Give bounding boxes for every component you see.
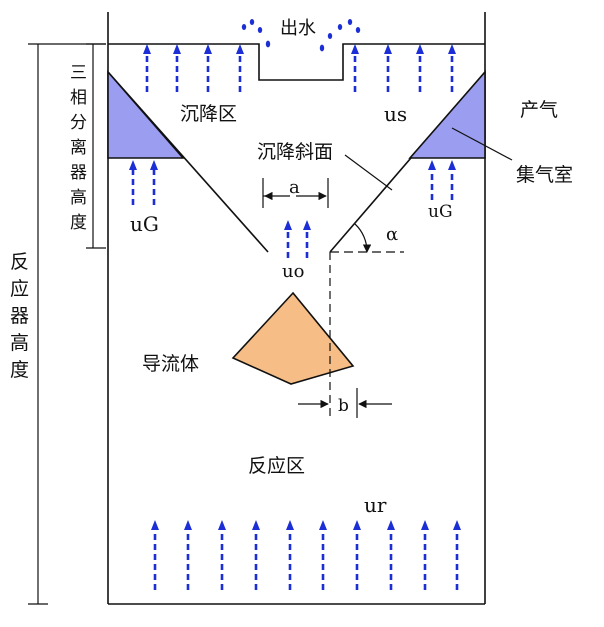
gas-produced-label: 产气 (520, 99, 558, 121)
dimension-a (262, 178, 329, 208)
flow-arrow-icon (236, 44, 244, 92)
flow-arrow-icon (384, 44, 392, 92)
flow-arrow-icon (351, 44, 359, 92)
settling-zone-label: 沉降区 (180, 103, 237, 125)
leader-gas-chamber (451, 127, 513, 161)
deflector-body (231, 291, 355, 385)
flow-arrows (129, 44, 461, 590)
separator-height-label: 三相分离器高度 (70, 63, 87, 233)
dim-a-label: a (289, 177, 300, 198)
flow-arrow-icon (284, 220, 292, 258)
flow-arrow-icon (151, 520, 159, 590)
sep-vert-text: 三相分离器高度 (70, 63, 87, 233)
flow-arrow-icon (252, 520, 260, 590)
dimension-b (298, 388, 392, 418)
reactor-vert-text: 反应器高度 (10, 251, 29, 381)
flow-arrow-icon (453, 520, 461, 590)
flow-arrow-icon (129, 160, 137, 205)
reactor-height-label: 反应器高度 (10, 251, 29, 381)
settling-slope-label: 沉降斜面 (257, 141, 333, 163)
flow-arrow-icon (387, 520, 395, 590)
u-g-right-label: uG (428, 202, 453, 222)
flow-arrow-icon (204, 44, 212, 92)
flow-arrow-icon (319, 520, 327, 590)
u-g-left-label: uG (130, 212, 159, 236)
flow-arrow-icon (303, 220, 311, 258)
u-r-label: ur (364, 493, 387, 517)
flow-arrow-icon (218, 520, 226, 590)
angle-alpha-label: α (386, 224, 398, 245)
water-surface-with-outlet (108, 43, 485, 81)
flow-arrow-icon (428, 160, 436, 200)
water-droplet-icon (241, 19, 361, 52)
flow-arrow-icon (448, 44, 456, 92)
outlet-water-label: 出水 (280, 18, 316, 39)
reaction-zone-label: 反应区 (248, 455, 305, 477)
flow-arrow-icon (353, 520, 361, 590)
flow-arrow-icon (184, 520, 192, 590)
flow-arrow-icon (150, 160, 158, 205)
flow-arrow-icon (421, 520, 429, 590)
flow-arrow-icon (448, 160, 456, 200)
flow-arrow-icon (143, 44, 151, 92)
flow-arrow-icon (286, 520, 294, 590)
reactor-height-dimension (28, 43, 106, 605)
flow-arrow-icon (416, 44, 424, 92)
gas-chamber-left (107, 69, 185, 159)
flow-arrow-icon (173, 44, 181, 92)
angle-arc (354, 223, 372, 253)
u-o-label: uo (282, 261, 304, 282)
leader-settling-slope (344, 154, 393, 191)
gas-chamber-right (408, 69, 486, 159)
dim-b-label: b (338, 396, 349, 416)
separator-height-dimension (86, 43, 106, 249)
gas-chamber-label: 集气室 (516, 164, 573, 186)
u-s-label: us (384, 102, 407, 126)
deflector-label: 导流体 (142, 353, 199, 375)
